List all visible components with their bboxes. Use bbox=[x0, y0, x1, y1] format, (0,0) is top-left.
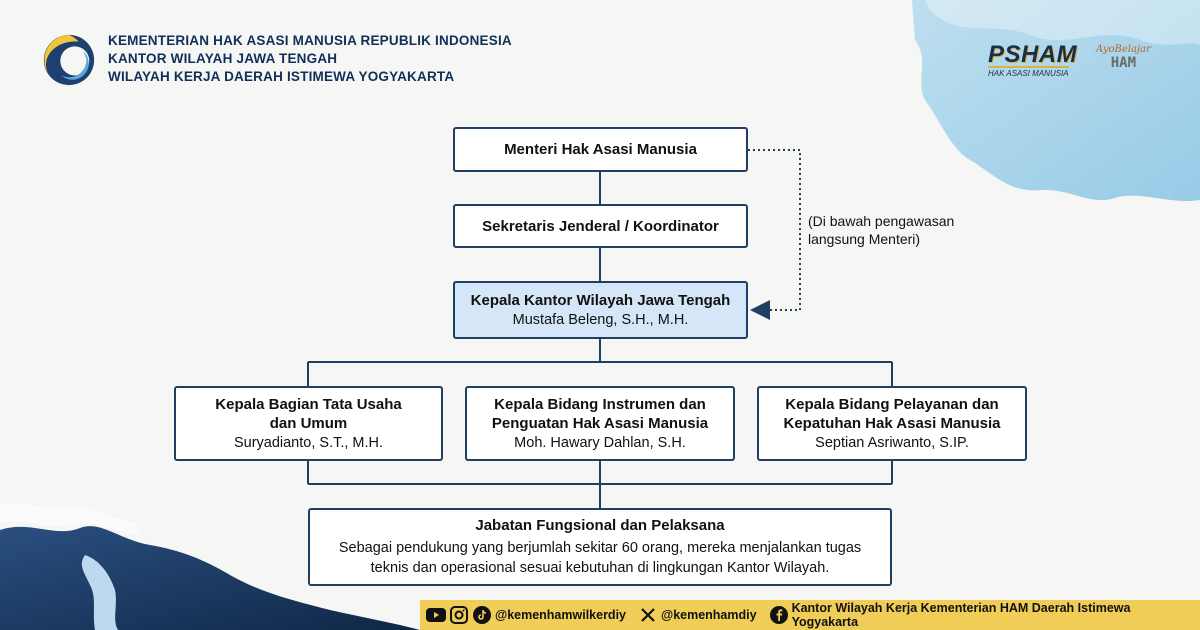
division-head-name: Moh. Hawary Dahlan, S.H. bbox=[514, 434, 686, 451]
division-title-line-1: Kepala Bidang Instrumen dan bbox=[494, 395, 706, 413]
division-title-line-2: dan Umum bbox=[269, 414, 348, 432]
facebook-page-name[interactable]: Kantor Wilayah Kerja Kementerian HAM Dae… bbox=[791, 601, 1131, 629]
regional-head-name: Mustafa Beleng, S.H., M.H. bbox=[512, 311, 689, 328]
division-box-services: Kepala Bidang Pelayanan dan Kepatuhan Ha… bbox=[757, 386, 1027, 461]
functional-desc-line-1: Sebagai pendukung yang berjumlah sekitar… bbox=[338, 540, 862, 556]
secretary-title: Sekretaris Jenderal / Koordinator bbox=[482, 217, 719, 235]
ayo-belajar-ham-logo: AyoBelajar HAM bbox=[1096, 44, 1151, 71]
supervision-dotted-arrow bbox=[748, 149, 801, 320]
minister-box: Menteri Hak Asasi Manusia bbox=[453, 127, 748, 172]
division-title-line-2: Penguatan Hak Asasi Manusia bbox=[491, 414, 709, 432]
youtube-icon[interactable] bbox=[426, 605, 446, 625]
psham-logo: PSHAM HAK ASASI MANUSIA bbox=[988, 41, 1078, 78]
minister-title: Menteri Hak Asasi Manusia bbox=[504, 141, 697, 158]
division-title-line-2: Kepatuhan Hak Asasi Manusia bbox=[783, 414, 1001, 432]
instagram-icon[interactable] bbox=[449, 605, 469, 625]
regional-head-box: Kepala Kantor Wilayah Jawa Tengah Mustaf… bbox=[453, 281, 748, 339]
division-title-line-1: Kepala Bagian Tata Usaha bbox=[215, 395, 402, 413]
division-box-instruments: Kepala Bidang Instrumen dan Penguatan Ha… bbox=[465, 386, 735, 461]
x-icon[interactable] bbox=[638, 605, 658, 625]
supervision-note-line-2: langsung Menteri) bbox=[808, 231, 921, 247]
facebook-icon[interactable] bbox=[769, 605, 789, 625]
psham-logo-text: PSHAM bbox=[988, 41, 1078, 68]
supervision-note: (Di bawah pengawasan langsung Menteri) bbox=[808, 212, 954, 248]
ministry-logo bbox=[43, 34, 95, 86]
instagram-handle[interactable]: @kemenhamwilkerdiy bbox=[495, 608, 626, 622]
tiktok-icon[interactable] bbox=[472, 605, 492, 625]
division-head-name: Septian Asriwanto, S.IP. bbox=[815, 434, 969, 451]
regional-head-title: Kepala Kantor Wilayah Jawa Tengah bbox=[470, 291, 731, 309]
psham-logo-subtext: HAK ASASI MANUSIA bbox=[988, 66, 1069, 78]
division-head-name: Suryadianto, S.T., M.H. bbox=[233, 434, 384, 451]
header-region-name: WILAYAH KERJA DAERAH ISTIMEWA YOGYAKARTA bbox=[108, 69, 455, 84]
functional-desc-line-2: teknis dan operasional sesuai kebutuhan … bbox=[370, 560, 830, 576]
header-ministry-name: KEMENTERIAN HAK ASASI MANUSIA REPUBLIK I… bbox=[108, 33, 512, 48]
secretary-box: Sekretaris Jenderal / Koordinator bbox=[453, 204, 748, 248]
x-handle[interactable]: @kemenhamdiy bbox=[661, 608, 757, 622]
header: KEMENTERIAN HAK ASASI MANUSIA REPUBLIK I… bbox=[40, 30, 512, 88]
ham-logo-text: HAM bbox=[1110, 55, 1137, 71]
functional-title: Jabatan Fungsional dan Pelaksana bbox=[475, 517, 725, 534]
ayo-belajar-logo-text: AyoBelajar bbox=[1096, 44, 1151, 55]
supervision-note-line-1: (Di bawah pengawasan bbox=[808, 213, 955, 229]
header-office-name: KANTOR WILAYAH JAWA TENGAH bbox=[108, 51, 338, 66]
division-box-general-affairs: Kepala Bagian Tata Usaha dan Umum Suryad… bbox=[174, 386, 443, 461]
social-footer: @kemenhamwilkerdiy @kemenhamdiy Kantor W… bbox=[420, 600, 1200, 630]
division-title-line-1: Kepala Bidang Pelayanan dan bbox=[785, 395, 999, 413]
functional-staff-box: Jabatan Fungsional dan Pelaksana Sebagai… bbox=[308, 508, 892, 586]
